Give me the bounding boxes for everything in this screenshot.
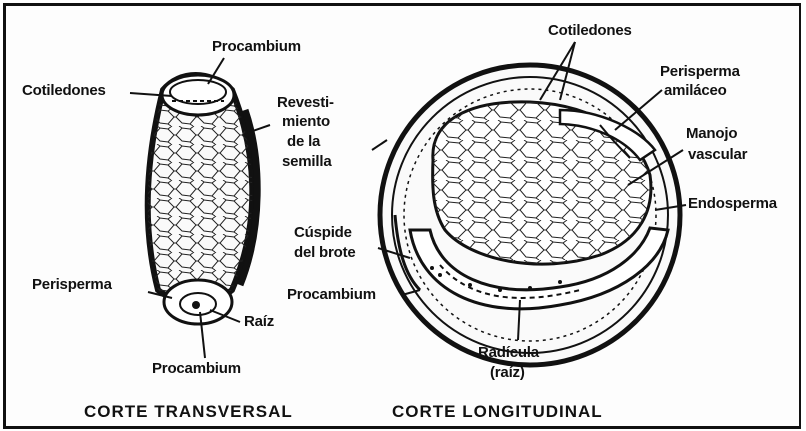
- label-procambium-top: Procambium: [212, 38, 301, 56]
- caption-longitudinal: CORTE LONGITUDINAL: [392, 402, 603, 422]
- label-revestimiento-1: Revesti-: [277, 94, 334, 112]
- label-raiz: Raíz: [244, 313, 274, 331]
- label-revestimiento-4: semilla: [282, 153, 331, 171]
- label-procambium-bottom: Procambium: [152, 360, 241, 378]
- label-radicula-1: Radícula: [478, 344, 539, 362]
- label-cuspide-1: Cúspide: [294, 224, 352, 242]
- label-perisperma-left: Perisperma: [32, 276, 112, 294]
- label-cotiledones-left: Cotiledones: [22, 82, 106, 100]
- label-perisperma-right-1: Perisperma: [660, 63, 740, 81]
- label-manojo-2: vascular: [688, 146, 747, 164]
- label-radicula-2: (raíz): [490, 364, 525, 382]
- label-revestimiento-2: miento: [282, 113, 330, 131]
- label-cotiledones-right: Cotiledones: [548, 22, 632, 40]
- label-procambium-right: Procambium: [287, 286, 376, 304]
- caption-transverse: CORTE TRANSVERSAL: [84, 402, 293, 422]
- label-perisperma-right-2: amiláceo: [664, 82, 727, 100]
- label-cuspide-2: del brote: [294, 244, 356, 262]
- label-revestimiento-3: de la: [287, 133, 320, 151]
- longitudinal-section: [372, 42, 686, 365]
- label-manojo-1: Manojo: [686, 125, 737, 143]
- label-endosperma: Endosperma: [688, 195, 777, 213]
